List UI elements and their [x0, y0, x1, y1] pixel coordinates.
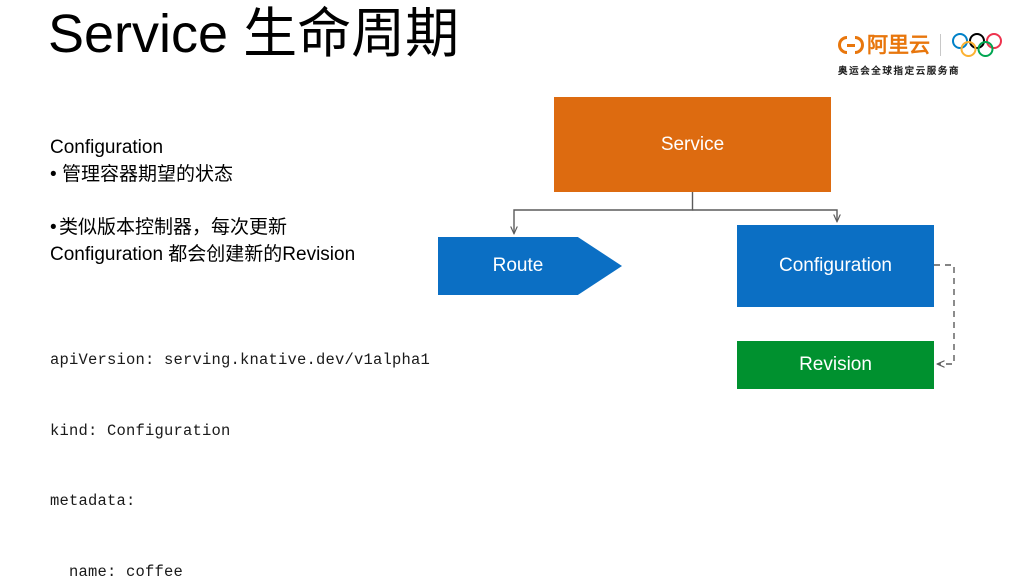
diagram-node-route-label: Route — [492, 255, 544, 276]
diagram-node-revision[interactable]: Revision — [737, 341, 934, 389]
bullet-item-2: • 类似版本控制器，每次更新 Configuration 都会创建新的Revis… — [50, 214, 440, 268]
bullet-item-2-text: 类似版本控制器，每次更新 — [59, 217, 288, 238]
yaml-code-block: apiVersion: serving.knative.dev/v1alpha1… — [50, 302, 886, 576]
diagram-node-configuration-label: Configuration — [778, 255, 893, 276]
connector-configuration-revision — [934, 264, 955, 364]
bullet-item-2-line-2: Configuration 都会创建新的Revision — [50, 244, 356, 265]
code-line: apiVersion: serving.knative.dev/v1alpha1 — [50, 351, 431, 369]
bullet-item-1-text: 管理容器期望的状态 — [62, 164, 234, 185]
brand-divider — [940, 34, 941, 56]
diagram-node-configuration[interactable]: Configuration — [737, 225, 934, 307]
code-line: kind: Configuration — [50, 421, 231, 440]
brand-name: 阿里云 — [867, 33, 930, 57]
bullet-marker: • — [50, 164, 57, 185]
bullet-item-1: • 管理容器期望的状态 — [50, 161, 440, 188]
diagram-node-revision-label: Revision — [799, 354, 872, 375]
configuration-heading: Configuration — [50, 137, 164, 158]
connector-service-configuration — [692, 209, 838, 221]
code-line: name: coffee — [50, 562, 184, 576]
bullet-marker: • — [50, 217, 57, 238]
diagram-node-service-label: Service — [660, 133, 725, 155]
code-line: metadata: — [50, 492, 136, 510]
olympic-rings-icon — [952, 33, 1002, 57]
left-text-block: Configuration • 管理容器期望的状态 • 类似版本控制器，每次更新… — [50, 134, 440, 268]
brand-row: 阿里云 — [838, 30, 1014, 60]
brand-tagline: 奥运会全球指定云服务商 — [838, 66, 961, 77]
bullet-item-2-line-1: • 类似版本控制器，每次更新 — [50, 214, 440, 241]
diagram-node-route[interactable]: Route — [438, 237, 622, 295]
alibaba-cloud-bracket-icon — [838, 36, 864, 54]
diagram-node-service[interactable]: Service — [554, 97, 831, 192]
page-title: Service 生命周期 — [48, 4, 460, 64]
brand-logo: 阿里云 奥运会全球指定云服务商 — [838, 30, 1014, 86]
connector-service-route — [514, 192, 694, 233]
